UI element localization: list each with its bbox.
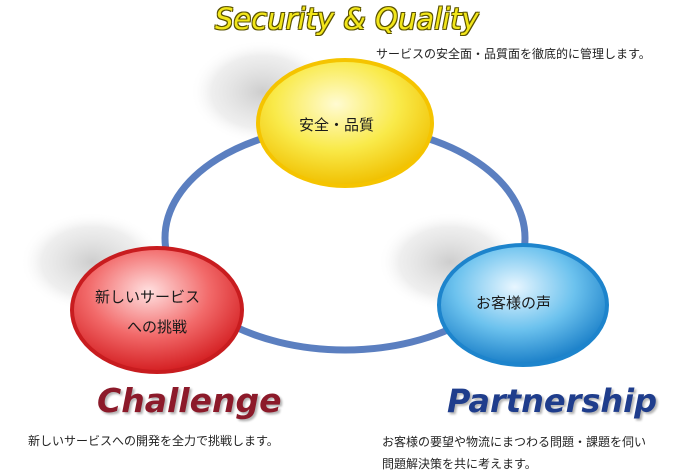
challenge-node-label-line1: 新しいサービス	[95, 288, 201, 306]
partnership-description-line1: お客様の要望や物流にまつわる問題・課題を伺い	[382, 435, 647, 449]
partnership-node-label: お客様の声	[476, 294, 552, 312]
security-node-label: 安全・品質	[299, 116, 375, 134]
security-description: サービスの安全面・品質面を徹底的に管理します。	[376, 47, 651, 61]
challenge-node	[70, 246, 244, 374]
partnership-node	[437, 243, 609, 367]
partnership-heading: Partnership	[447, 382, 658, 420]
partnership-description-line2: 問題解決策を共に考えます。	[382, 457, 537, 471]
challenge-description: 新しいサービスへの開発を全力で挑戦します。	[28, 434, 279, 448]
security-heading: Security & Quality	[215, 2, 479, 36]
challenge-heading: Challenge	[97, 381, 282, 420]
challenge-node-label-line2: への挑戦	[127, 318, 188, 336]
security-node	[256, 58, 434, 188]
